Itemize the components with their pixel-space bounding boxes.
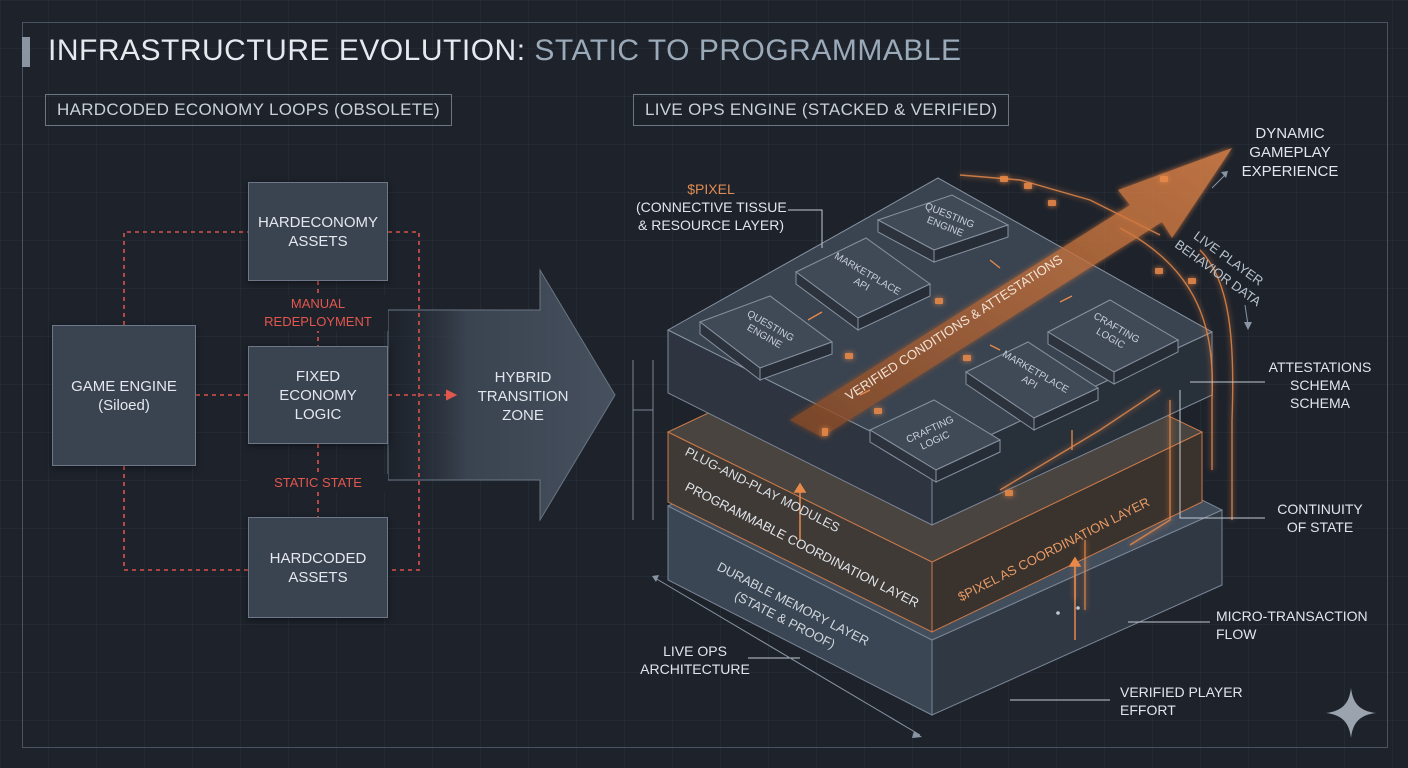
manual-redeployment-label: MANUAL REDEPLOYMENT bbox=[248, 295, 388, 331]
micro-line1: MICRO-TRANSACTION bbox=[1216, 608, 1368, 624]
bottom-box-line2: ASSETS bbox=[288, 568, 348, 586]
module-questing-left bbox=[698, 295, 834, 382]
hybrid-transition-label: HYBRID TRANSITION ZONE bbox=[468, 368, 578, 425]
pixel-label-line2: (CONNECTIVE TISSUE bbox=[636, 199, 787, 215]
verified-effort-label: VERIFIED PLAYER EFFORT bbox=[1120, 683, 1243, 719]
center-box-line2: ECONOMY bbox=[279, 386, 357, 404]
continuity-of-state-label: CONTINUITY OF STATE bbox=[1270, 500, 1370, 536]
static-state-label: STATIC STATE bbox=[248, 474, 388, 492]
liveops-line1: LIVE OPS bbox=[663, 643, 727, 659]
verified-conditions-flow bbox=[790, 148, 1232, 437]
sparkle-icon bbox=[1326, 688, 1376, 738]
fixed-economy-logic-box: FIXED ECONOMY LOGIC bbox=[248, 346, 388, 444]
module-tiles bbox=[698, 194, 1180, 483]
right-section-heading: LIVE OPS ENGINE (STACKED & VERIFIED) bbox=[633, 94, 1010, 126]
game-engine-line2: (Siloed) bbox=[98, 396, 150, 414]
micro-transaction-label: MICRO-TRANSACTION FLOW bbox=[1216, 607, 1368, 643]
continuity-line1: CONTINUITY bbox=[1277, 501, 1363, 517]
liveops-line2: ARCHITECTURE bbox=[640, 661, 750, 677]
dynamic-line2: GAMEPLAY bbox=[1249, 144, 1331, 161]
callout-lines bbox=[654, 174, 1265, 736]
verified-line1: VERIFIED PLAYER bbox=[1120, 684, 1243, 700]
transition-line2: TRANSITION bbox=[477, 388, 569, 405]
page-title: INFRASTRUCTURE EVOLUTION: STATIC TO PROG… bbox=[48, 34, 962, 68]
title-prefix: INFRASTRUCTURE EVOLUTION: bbox=[48, 34, 526, 67]
attestations-schema-label: ATTESTATIONS SCHEMA SCHEMA bbox=[1268, 358, 1372, 412]
transition-arrow bbox=[387, 268, 616, 522]
attest-line1: ATTESTATIONS bbox=[1268, 359, 1372, 375]
hardcoded-assets-box: HARDCODED ASSETS bbox=[248, 517, 388, 618]
top-box-line1: HARDECONOMY bbox=[257, 213, 378, 231]
top-box-line2: ASSETS bbox=[288, 232, 348, 250]
module-marketplace-top bbox=[795, 237, 931, 331]
pixel-label-line3: & RESOURCE LAYER) bbox=[638, 217, 784, 233]
verified-line2: EFFORT bbox=[1120, 702, 1176, 718]
center-box-line1: FIXED bbox=[295, 367, 341, 385]
manual-label-line2: REDEPLOYMENT bbox=[264, 314, 372, 329]
module-questing-top bbox=[876, 194, 1010, 263]
dynamic-line3: EXPERIENCE bbox=[1241, 163, 1339, 180]
data-nodes bbox=[822, 176, 1196, 496]
liveops-architecture-label: LIVE OPS ARCHITECTURE bbox=[640, 642, 750, 678]
attest-line2: SCHEMA bbox=[1290, 377, 1350, 393]
module-crafting-bottom bbox=[868, 399, 1002, 483]
pixel-label-line1: $PIXEL bbox=[687, 181, 735, 197]
title-suffix: STATIC TO PROGRAMMABLE bbox=[534, 34, 962, 67]
title-accent-bar bbox=[22, 37, 30, 67]
pixel-resource-label: $PIXEL (CONNECTIVE TISSUE & RESOURCE LAY… bbox=[636, 180, 787, 234]
game-engine-box: GAME ENGINE (Siloed) bbox=[52, 325, 196, 466]
game-engine-line1: GAME ENGINE bbox=[71, 377, 177, 395]
dynamic-line1: DYNAMIC bbox=[1255, 125, 1325, 142]
module-marketplace-mid bbox=[965, 341, 1100, 431]
attest-line3: SCHEMA bbox=[1290, 395, 1350, 411]
module-crafting-right bbox=[1046, 299, 1180, 385]
manual-label-line1: MANUAL bbox=[290, 296, 346, 311]
bottom-box-line1: HARDCODED bbox=[269, 549, 367, 567]
center-box-line3: LOGIC bbox=[294, 405, 342, 423]
hardeconomy-assets-box: HARDECONOMY ASSETS bbox=[248, 182, 388, 281]
transition-line1: HYBRID bbox=[494, 369, 552, 386]
left-section-heading: HARDCODED ECONOMY LOOPS (OBSOLETE) bbox=[45, 94, 453, 126]
outer-frame bbox=[22, 22, 1388, 748]
transition-line3: ZONE bbox=[502, 407, 544, 424]
dynamic-gameplay-label: DYNAMIC GAMEPLAY EXPERIENCE bbox=[1240, 124, 1340, 181]
continuity-line2: OF STATE bbox=[1286, 519, 1354, 535]
micro-line2: FLOW bbox=[1216, 626, 1257, 642]
